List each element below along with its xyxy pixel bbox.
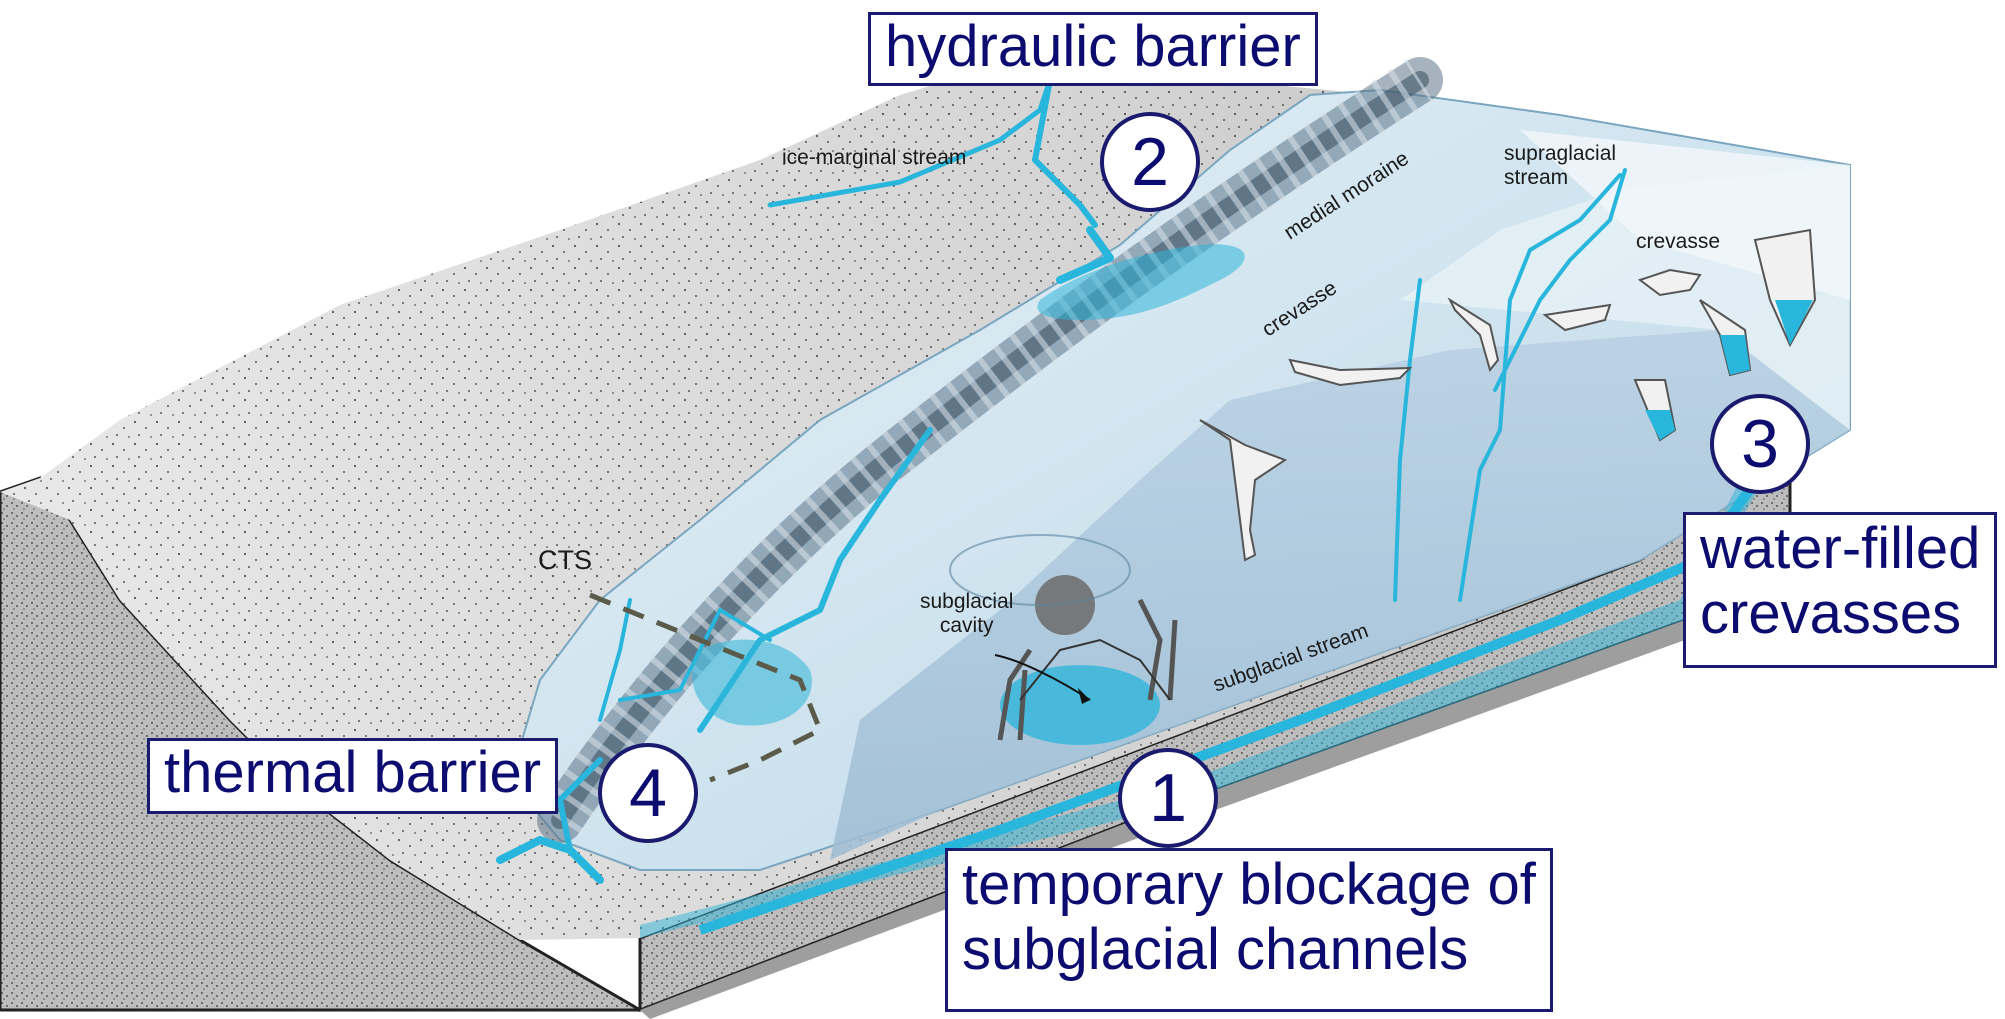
supraglacial-stream-right [1493,168,1627,392]
subglacial-cavity [949,534,1178,745]
callout-temporary-blockage-line1: temporary blockage of [962,852,1536,917]
callout-number-4: 4 [598,743,698,843]
outlet-stream [496,836,604,884]
callout-thermal-barrier-label: thermal barrier [164,740,542,805]
callout-water-filled-crevasses: water-filled crevasses [1683,512,1998,668]
label-supraglacial-line1: supraglacial [1504,142,1617,165]
label-subglacial-cavity: subglacial cavity [920,590,1013,638]
callout-thermal-barrier: thermal barrier [147,738,559,814]
callout-water-filled-line1: water-filled [1700,516,1981,581]
callout-number-2: 2 [1100,112,1200,212]
label-supraglacial-line2: stream [1504,166,1569,190]
label-crevasse-right: crevasse [1636,230,1721,253]
crevasse-center [1199,419,1288,562]
callout-water-filled-line2: crevasses [1700,580,1962,646]
callout-number-1: 1 [1118,748,1218,848]
callout-hydraulic-barrier-label: hydraulic barrier [885,14,1301,79]
callout-temporary-blockage-line2: subglacial channels [962,916,1469,982]
callout-number-3: 3 [1710,394,1810,494]
label-subglacial-cavity-line2: cavity [939,614,994,638]
callout-hydraulic-barrier: hydraulic barrier [868,12,1318,86]
cts-line [589,592,824,783]
ice-marginal-stream-tributary [1032,77,1098,228]
label-subglacial-cavity-line1: subglacial [920,590,1014,613]
callout-temporary-blockage: temporary blockage of subglacial channel… [945,848,1553,1012]
supraglacial-stream-left [1458,173,1622,602]
label-cts: CTS [538,545,592,575]
label-ice-marginal-stream: ice-marginal stream [782,146,967,169]
crevasse-water-fill [1645,300,1813,440]
label-supraglacial-stream: supraglacial stream [1504,142,1616,190]
crevasses [1199,228,1817,562]
cavity-leader [994,654,1091,704]
crevasse-water-1 [1542,303,1612,332]
meltwater-pools [640,244,1790,938]
crevasse-water-2 [1637,268,1702,297]
